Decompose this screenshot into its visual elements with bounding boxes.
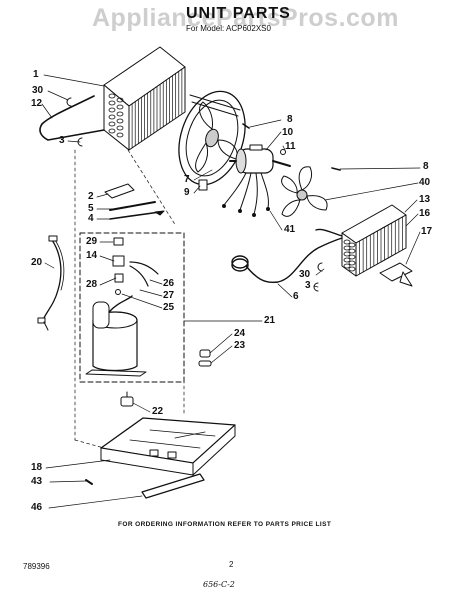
callout-8b: 8 [423,161,429,172]
callout-18: 18 [31,462,43,473]
mounting-screws [242,123,341,171]
callout-5: 5 [88,203,94,214]
page-title: UNIT PARTS [186,5,291,22]
callout-17: 17 [421,226,433,237]
ordering-note: FOR ORDERING INFORMATION REFER TO PARTS … [118,521,332,528]
fan-motor [222,144,291,217]
callout-30: 30 [32,85,44,96]
callout-9: 9 [184,187,190,198]
callout-3: 3 [59,135,65,146]
condenser-coil [103,46,186,151]
callout-20: 20 [31,257,43,268]
overload-relay [112,237,159,295]
callout-41: 41 [284,224,296,235]
blower-fan-blade [281,166,328,217]
callout-21: 21 [264,315,276,326]
callout-1: 1 [33,69,39,80]
callout-3b: 3 [305,280,311,291]
base-pan [100,417,236,476]
grommets [198,349,212,367]
callout-2: 2 [88,191,94,202]
evaporator-coil [315,204,407,277]
callout-13: 13 [419,194,431,205]
compressor [85,295,147,377]
callout-10: 10 [282,127,294,138]
compressor-group-frame [79,232,185,383]
callout-4: 4 [88,213,94,224]
callout-16: 16 [419,208,431,219]
callout-46: 46 [31,502,43,513]
callout-8: 8 [287,114,293,125]
callout-27: 27 [163,290,175,301]
watermark: AppliancePartsPros.com [92,4,399,32]
leader-lines [41,74,421,509]
base-screw [85,479,93,485]
callout-6: 6 [293,291,299,302]
model-subtitle: For Model: ACP602XS0 [186,24,271,33]
callout-25: 25 [163,302,175,313]
wire-harness [37,235,65,331]
drier-assembly [104,183,165,220]
page-number: 2 [229,560,234,569]
callout-40: 40 [419,177,431,188]
callout-26: 26 [163,278,175,289]
callout-30b: 30 [299,269,311,280]
callout-23: 23 [234,340,246,351]
callout-24: 24 [234,328,246,339]
callout-29: 29 [86,236,98,247]
callout-7: 7 [184,174,190,185]
callout-11: 11 [285,141,296,152]
handwritten-note: 656-C-2 [203,580,235,589]
discharge-tube [39,95,105,141]
document-number: 789396 [23,562,50,571]
clip [198,179,208,191]
callout-22: 22 [152,406,164,417]
callout-14: 14 [86,250,98,261]
capillary-tube [231,237,343,284]
callout-43: 43 [31,476,43,487]
air-filter [379,262,413,287]
compressor-mount [120,391,134,407]
base-rail [141,473,205,499]
fan-shroud [178,90,246,186]
callout-12: 12 [31,98,43,109]
callout-28: 28 [86,279,98,290]
